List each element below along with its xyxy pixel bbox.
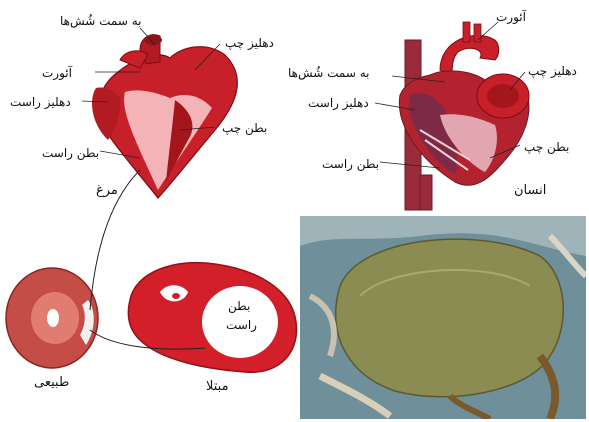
- human-label-right-atrium: دهلیز راست: [308, 96, 369, 110]
- human-label-right-ventricle: بطن راست: [322, 157, 379, 171]
- normal-cross-section: [6, 268, 98, 368]
- chicken-label-to-lungs: به سمت شُش‌ها: [60, 14, 142, 28]
- human-label-to-lungs: به سمت شُش‌ها: [288, 66, 370, 80]
- affected-rv-label-line2: راست: [226, 318, 257, 332]
- chicken-heart: [92, 35, 237, 198]
- affected-cross-section: [128, 263, 296, 373]
- human-label-aorta: آئورت: [496, 10, 526, 24]
- chicken-label-aorta: آئورت: [42, 66, 72, 80]
- chicken-label-right-ventricle: بطن راست: [42, 146, 99, 160]
- human-caption: انسان: [514, 184, 546, 198]
- chicken-caption: مرغ: [96, 184, 118, 198]
- affected-caption: مبتلا: [206, 380, 229, 394]
- chicken-label-right-atrium: دهلیز راست: [10, 95, 71, 109]
- human-label-left-atrium: دهلیز چپ: [528, 64, 577, 78]
- human-heart: [399, 22, 529, 210]
- human-label-left-ventricle: بطن چپ: [524, 140, 569, 154]
- affected-rv-label-line1: بطن: [228, 299, 250, 313]
- normal-caption: طبیعی: [34, 376, 69, 390]
- chicken-photo: [300, 216, 586, 419]
- chicken-label-left-atrium: دهلیز چپ: [225, 36, 274, 50]
- chicken-label-left-ventricle: بطن چپ: [222, 121, 267, 135]
